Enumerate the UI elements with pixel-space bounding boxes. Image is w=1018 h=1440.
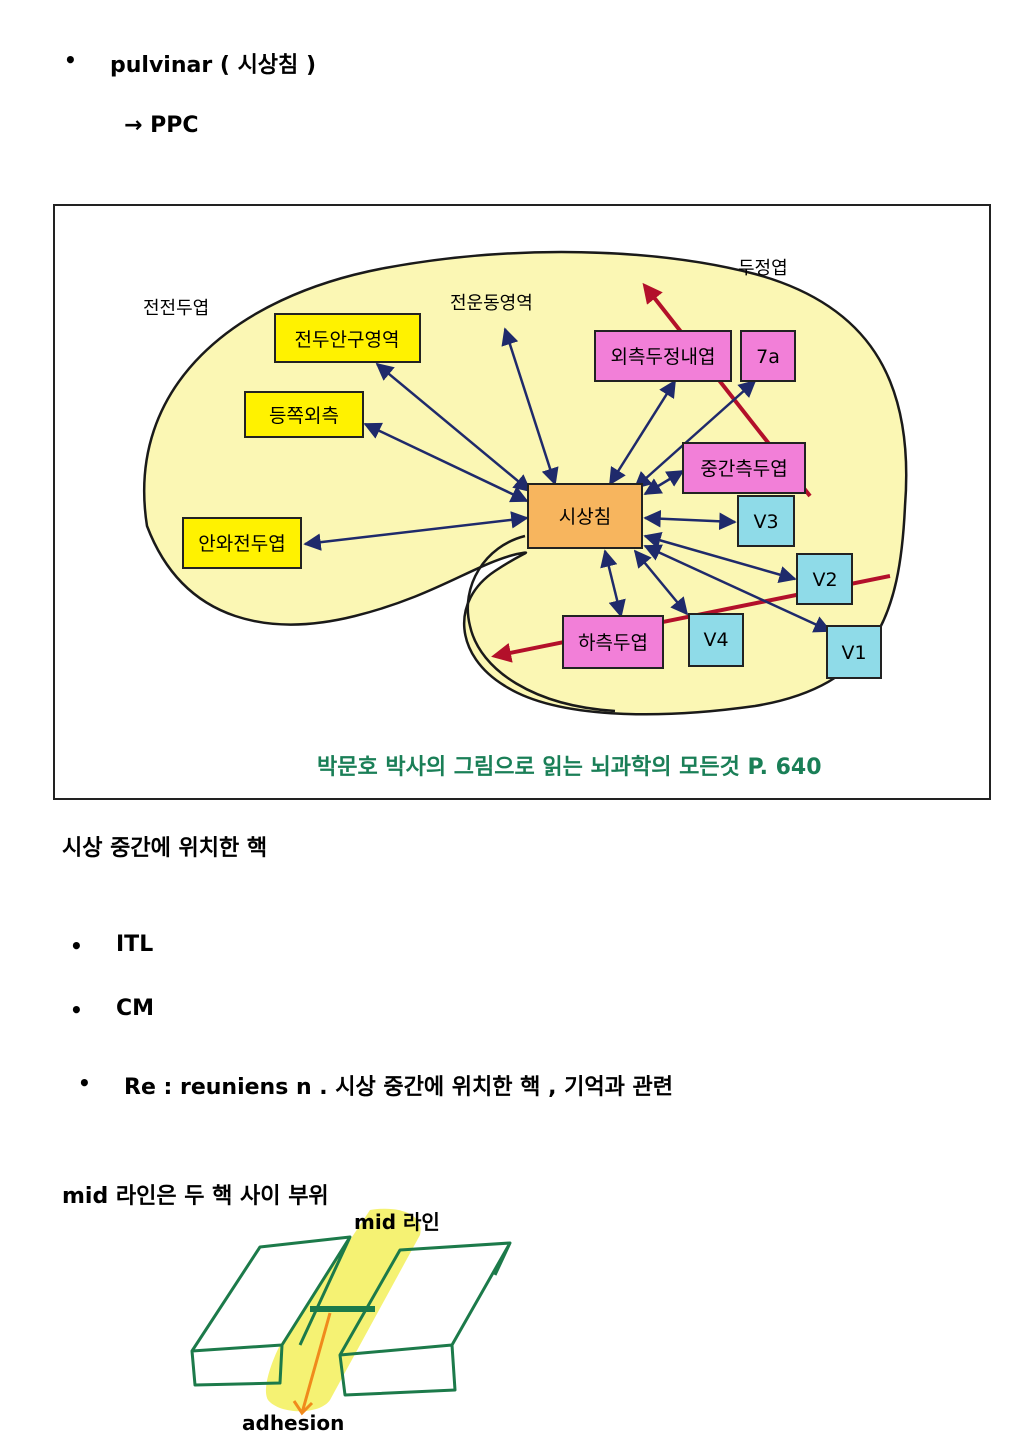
- bullet-reuniens: Re : reuniens n . 시상 중간에 위치한 핵 , 기억과 관련: [124, 1075, 673, 1100]
- box-v2: [796, 553, 853, 605]
- bullet-marker: •: [64, 48, 77, 72]
- right-block: [338, 1241, 512, 1397]
- pulvinar-line: pulvinar ( 시상침 ): [110, 53, 316, 78]
- box-v4: [688, 613, 744, 667]
- adhesion-arrow: [292, 1312, 332, 1416]
- midline-sketch: mid 라인 adhesion: [190, 1208, 512, 1435]
- arrow-pulvinar-v4: [633, 549, 689, 616]
- box-fef: [274, 313, 421, 363]
- box-middle-temporal: [682, 442, 806, 494]
- box-v4-label: V4: [703, 629, 728, 651]
- arrow-pulvinar-mt: [643, 469, 685, 496]
- box-inferior-temporal-label: 하측두엽: [578, 632, 648, 654]
- midline-heading: mid 라인은 두 핵 사이 부위: [62, 1184, 329, 1209]
- box-dorsolateral-label: 등쪽외측: [269, 405, 339, 427]
- box-v3: [737, 495, 795, 547]
- box-lateral-parietal-label: 외측두정내엽: [611, 346, 716, 368]
- left-block: [190, 1235, 352, 1387]
- bullet-marker: •: [70, 998, 83, 1022]
- box-pulvinar: [527, 483, 643, 549]
- arrow-pulvinar-dorsolateral: [363, 422, 529, 503]
- sketch-label-adhesion: adhesion: [242, 1411, 344, 1435]
- box-v3-label: V3: [753, 511, 778, 533]
- box-dorsolateral: [244, 391, 364, 438]
- box-middle-temporal-label: 중간측두엽: [700, 458, 787, 480]
- box-orbitofrontal: [182, 517, 302, 569]
- box-7a: [740, 330, 796, 382]
- box-orbitofrontal-label: 안와전두엽: [198, 533, 285, 555]
- sketch-label-midline: mid 라인: [354, 1210, 440, 1234]
- box-v1: [826, 625, 882, 679]
- box-inferior-temporal: [562, 615, 664, 669]
- arrow-pulvinar-v3: [643, 509, 737, 531]
- label-parietal: 두정엽: [738, 258, 788, 279]
- arrow-pulvinar-orbitofrontal: [303, 511, 529, 551]
- box-pulvinar-label: 시상침: [559, 506, 611, 528]
- figure-caption: 박문호 박사의 그림으로 읽는 뇌과학의 모든것 P. 640: [317, 755, 822, 780]
- bullet-itl: ITL: [116, 932, 154, 957]
- section-heading: 시상 중간에 위치한 핵: [62, 836, 268, 861]
- arrow-pulvinar-premotor: [501, 327, 559, 486]
- label-prefrontal: 전전두엽: [143, 298, 209, 319]
- box-v2-label: V2: [812, 569, 837, 591]
- pulvinar-diagram: 전전두엽 전운동영역 두정엽 전두안구영역 등쪽외측 안와전두엽 시상침 외측두…: [53, 204, 991, 800]
- box-fef-label: 전두안구영역: [295, 329, 400, 351]
- label-premotor: 전운동영역: [450, 293, 533, 314]
- box-lateral-parietal: [594, 330, 732, 382]
- box-v1-label: V1: [841, 642, 866, 664]
- bullet-marker: •: [78, 1071, 91, 1095]
- temporal-fold: [466, 534, 616, 713]
- diagram-canvas: 전전두엽 전운동영역 두정엽 전두안구영역 등쪽외측 안와전두엽 시상침 외측두…: [142, 250, 908, 780]
- box-7a-label: 7a: [756, 346, 780, 368]
- bullet-cm: CM: [116, 996, 155, 1021]
- arrow-pulvinar-it: [600, 549, 626, 618]
- bullet-marker: •: [70, 934, 83, 958]
- ppc-line: → PPC: [124, 113, 199, 138]
